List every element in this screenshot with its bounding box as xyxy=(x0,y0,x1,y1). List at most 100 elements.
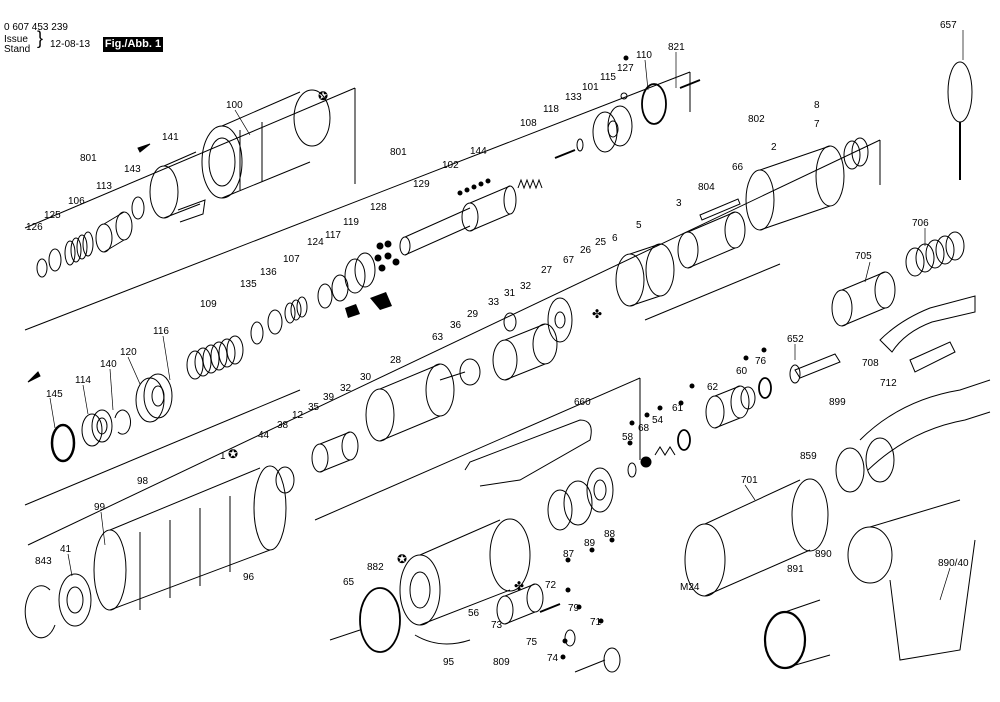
spring-54 xyxy=(654,446,676,456)
label-143: 143 xyxy=(124,164,141,175)
rod-66 xyxy=(644,263,781,321)
label-89: 89 xyxy=(584,538,596,549)
cap-44 xyxy=(275,466,295,494)
nut-41 xyxy=(58,573,92,627)
label-68: 68 xyxy=(638,423,650,434)
spindle-102 xyxy=(399,185,517,256)
direction-arrows xyxy=(27,143,151,383)
oring-61 xyxy=(677,429,691,451)
label-890: 890 xyxy=(815,549,832,560)
spring-106 xyxy=(64,231,94,266)
oring-65 xyxy=(359,587,401,653)
sleeve-141 xyxy=(149,151,206,223)
screw-71 xyxy=(574,647,621,673)
ring-126 xyxy=(36,258,48,278)
valve-62 xyxy=(705,385,750,429)
screwdriver-657 xyxy=(947,61,973,180)
label-144: 144 xyxy=(470,146,487,157)
svg-text:✤: ✤ xyxy=(592,307,602,321)
label-821: 821 xyxy=(668,42,685,53)
ring-136 xyxy=(267,309,283,335)
fitting-652 xyxy=(789,353,841,384)
label-129: 129 xyxy=(413,179,430,190)
svg-text:✪: ✪ xyxy=(318,89,328,103)
endplate-6 xyxy=(615,243,675,307)
label-652: 652 xyxy=(787,334,804,345)
label-75: 75 xyxy=(526,637,538,648)
housing-98 xyxy=(93,465,287,611)
label-125: 125 xyxy=(44,210,61,221)
shaft-63 xyxy=(439,371,466,381)
spring-109 xyxy=(186,335,244,380)
clutch-101 xyxy=(592,105,633,153)
bushing-114 xyxy=(81,409,113,447)
label-1: 1 xyxy=(220,451,226,462)
hex-key-712 xyxy=(909,341,956,373)
label-701: 701 xyxy=(741,475,758,486)
rotor-3 xyxy=(677,211,746,269)
wire-660 xyxy=(464,419,592,487)
label-890-40: 890/40 xyxy=(938,558,969,569)
ring-58 xyxy=(627,462,637,478)
label-33: 33 xyxy=(488,297,500,308)
issue-label: Issue xyxy=(4,34,28,45)
pin-821 xyxy=(679,79,701,89)
frame-line xyxy=(27,139,881,546)
gear-31 xyxy=(503,312,517,332)
ring-gear-28 xyxy=(365,363,455,442)
leader-lines xyxy=(49,30,964,601)
balls-144 xyxy=(457,178,491,196)
stand-label: Stand xyxy=(4,44,31,55)
part-labels: 657 821 110 127 115 101 133 118 108 144 … xyxy=(26,20,969,668)
handle-701 xyxy=(684,478,829,597)
spring-95 xyxy=(414,634,471,645)
label-114: 114 xyxy=(75,375,91,386)
ring-125 xyxy=(48,248,62,272)
pin-118 xyxy=(554,149,576,159)
label-79: 79 xyxy=(568,603,580,614)
bullet-markers xyxy=(560,55,767,660)
washer-133 xyxy=(576,138,584,152)
plate-27 xyxy=(547,297,573,343)
label-76: 76 xyxy=(755,356,767,367)
coupling-859 xyxy=(835,437,895,493)
label-58: 58 xyxy=(622,432,634,443)
cap-891 xyxy=(763,599,831,670)
label-8: 8 xyxy=(814,100,820,111)
label-60: 60 xyxy=(736,366,748,377)
ring-143 xyxy=(131,196,145,220)
label-35: 35 xyxy=(308,402,320,413)
ring-110 xyxy=(641,83,667,125)
parts-87-89-88 xyxy=(547,467,614,531)
ring-79 xyxy=(564,629,576,647)
label-71: 71 xyxy=(590,617,602,628)
label-7: 7 xyxy=(814,119,820,130)
spring-706 xyxy=(905,231,965,277)
label-120: 120 xyxy=(120,347,137,358)
label-712: 712 xyxy=(880,378,897,389)
label-100: 100 xyxy=(226,100,243,111)
label-110: 110 xyxy=(636,50,652,61)
label-74: 74 xyxy=(547,653,559,664)
spring-107 xyxy=(284,296,308,324)
cylinder-2 xyxy=(745,145,845,231)
label-95: 95 xyxy=(443,657,455,668)
label-859: 859 xyxy=(800,451,817,462)
label-61: 61 xyxy=(672,403,684,414)
doc-number: 0 607 453 239 xyxy=(4,22,68,33)
ring-124 xyxy=(317,283,333,309)
star-markers: ✪ ✪ ✪ ✤ ✤ xyxy=(228,89,602,593)
label-124: 124 xyxy=(307,237,324,248)
label-128: 128 xyxy=(370,202,387,213)
label-116: 116 xyxy=(153,326,169,337)
washer-36 xyxy=(459,358,481,386)
label-809: 809 xyxy=(493,657,510,668)
spring-108 xyxy=(517,178,543,190)
label-135: 135 xyxy=(240,279,257,290)
label-5: 5 xyxy=(636,220,642,231)
label-28: 28 xyxy=(390,355,402,366)
label-M24: M24 xyxy=(680,582,700,593)
label-117: 117 xyxy=(325,230,341,241)
carrier-30 xyxy=(311,431,359,473)
snap-ring-140 xyxy=(114,409,132,435)
